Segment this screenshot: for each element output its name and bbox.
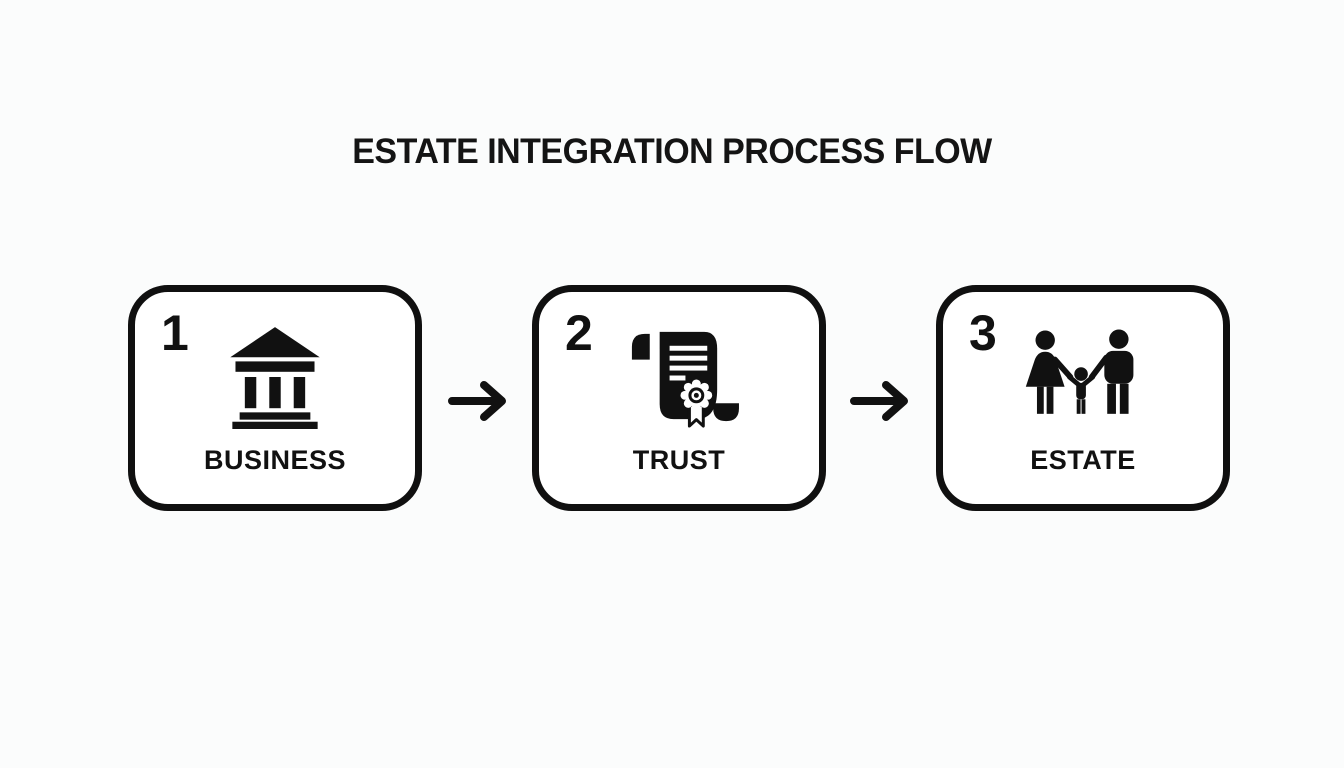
step-label-business: BUSINESS — [203, 445, 347, 475]
step-box-estate: 3 ESTATE — [936, 285, 1230, 511]
bank-building-icon — [135, 318, 415, 436]
family-icon — [943, 318, 1223, 436]
step-label-estate: ESTATE — [1030, 445, 1136, 475]
step-number-1: 1 — [161, 305, 189, 361]
diagram-title: ESTATE INTEGRATION PROCESS FLOW — [352, 132, 992, 171]
arrow-right-icon — [447, 378, 513, 424]
step-number-2: 2 — [565, 305, 593, 361]
step-label-trust: TRUST — [632, 445, 726, 475]
trust-document-scroll-icon — [539, 318, 819, 436]
step-number-3: 3 — [969, 305, 997, 361]
step-box-business: 1 BUSINESS — [128, 285, 422, 511]
step-box-trust: 2 — [532, 285, 826, 511]
arrow-right-icon — [849, 378, 915, 424]
